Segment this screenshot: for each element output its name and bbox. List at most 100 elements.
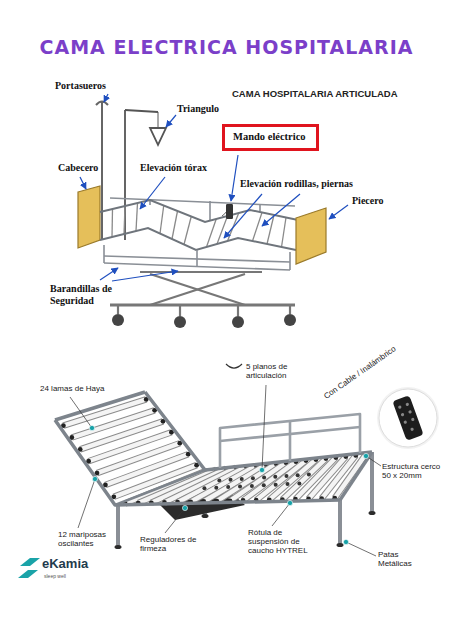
- leader-lines: [224, 194, 262, 238]
- remote-badge: [377, 387, 439, 449]
- bed-frame: [100, 228, 296, 250]
- bed-slat: [207, 219, 217, 247]
- callout-leaders: [78, 479, 95, 528]
- brand-name: eKamia: [42, 556, 88, 571]
- callout-leaders: [70, 397, 92, 428]
- firmness-regulator: [202, 486, 206, 490]
- part-label: Elevación tórax: [140, 162, 207, 174]
- wheels: [112, 314, 124, 326]
- bed-slat: [217, 216, 228, 244]
- bed-slat: [111, 209, 113, 237]
- firmness-regulator: [250, 484, 254, 488]
- wheels: [174, 316, 186, 328]
- leg-feet: [115, 545, 122, 549]
- part-label: Elevación rodillas, piernas: [240, 178, 353, 190]
- brand-icon: [18, 558, 40, 578]
- leader-lines: [329, 205, 348, 219]
- remote-badge: [410, 427, 414, 431]
- leg-feet: [369, 511, 376, 515]
- firmness-regulator: [284, 474, 288, 478]
- legs: [116, 505, 120, 546]
- slat-face: [89, 432, 172, 461]
- slat-face: [80, 421, 163, 449]
- firmness-regulator: [274, 483, 278, 487]
- frame-tubes: [340, 452, 372, 500]
- remote-badge: [379, 389, 437, 447]
- footboard: [296, 208, 326, 264]
- bed-slat: [136, 203, 138, 231]
- firmness-regulator: [238, 485, 242, 489]
- legs: [338, 500, 342, 544]
- remote-badge: [392, 395, 423, 441]
- remote-badge: [400, 413, 404, 417]
- iv-pole: [96, 102, 108, 106]
- brand-icon: [18, 570, 38, 578]
- brand-tagline: sleep well: [44, 573, 66, 579]
- headboard: [78, 186, 100, 248]
- remote-badge: [408, 410, 412, 414]
- scissor-base: [237, 305, 239, 316]
- firmness-regulator: [251, 476, 255, 480]
- lift-triangle: [158, 112, 159, 128]
- wheels: [232, 316, 244, 328]
- callout-leaders: [262, 385, 266, 470]
- firmness-regulator: [262, 483, 266, 487]
- lift-triangle: [125, 110, 158, 112]
- callout-dots: [287, 500, 292, 505]
- lift-triangle: [150, 128, 166, 145]
- feature-label: Reguladores de firmeza: [140, 535, 202, 553]
- bed-slats: [112, 203, 286, 247]
- slat-edge: [335, 454, 366, 498]
- bed-frame: [100, 200, 298, 222]
- bed-rail-back: [209, 201, 211, 220]
- leader-lines: [140, 177, 165, 209]
- callout-dots: [89, 425, 94, 430]
- callout-dots: [92, 476, 97, 481]
- firmness-regulator: [273, 475, 277, 479]
- firmness-regulator: [262, 476, 266, 480]
- bed-frame: [100, 200, 298, 250]
- remote-badge: [398, 405, 402, 409]
- lift-triangle: [124, 110, 126, 240]
- control-box: Mando eléctrico: [222, 124, 319, 151]
- page-title: CAMA ELECTRICA HOSPITALARIA: [0, 36, 453, 58]
- articulation-icon: [226, 364, 242, 368]
- slat-edge: [89, 432, 172, 461]
- bed-rail-back: [259, 204, 261, 211]
- scissor-base: [117, 305, 119, 314]
- wheels: [112, 314, 296, 328]
- wheels: [284, 314, 296, 326]
- part-label: Barandillas de Seguridad: [50, 283, 130, 306]
- beech-slats: [61, 397, 368, 506]
- feature-label: 5 planos de articulación: [246, 362, 302, 380]
- scissor-base: [179, 305, 181, 316]
- slat-edge: [80, 421, 163, 449]
- bed-rail-front: [289, 252, 291, 270]
- remote-control: [222, 204, 233, 219]
- bed-rail-front: [104, 245, 290, 270]
- firmness-regulator: [214, 486, 218, 490]
- slat-edge: [97, 443, 180, 473]
- remote-badge: [377, 387, 439, 449]
- part-label: Piecero: [352, 195, 383, 207]
- remote-badge: [405, 402, 409, 406]
- callout-leaders: [346, 542, 376, 556]
- feature-label: Con Cable / Inalámbrico: [322, 344, 398, 401]
- callout-dots: [182, 505, 187, 510]
- remote-control: [226, 204, 233, 219]
- leader-lines: [104, 94, 108, 102]
- firmness-regulator: [286, 482, 290, 486]
- bed-slat: [253, 213, 263, 242]
- part-label: Cabecero: [58, 162, 98, 174]
- remote-badge: [403, 420, 407, 424]
- leg-feet: [202, 514, 209, 518]
- remote-badge: [411, 417, 415, 421]
- callout-leaders: [272, 503, 290, 526]
- callout-dots: [89, 425, 368, 544]
- callout-leaders: [70, 385, 381, 556]
- frame-tubes: [55, 392, 372, 505]
- brand-icon: [20, 558, 40, 566]
- feature-label: Patas Metálicas: [378, 550, 428, 568]
- iv-pole: [101, 102, 103, 240]
